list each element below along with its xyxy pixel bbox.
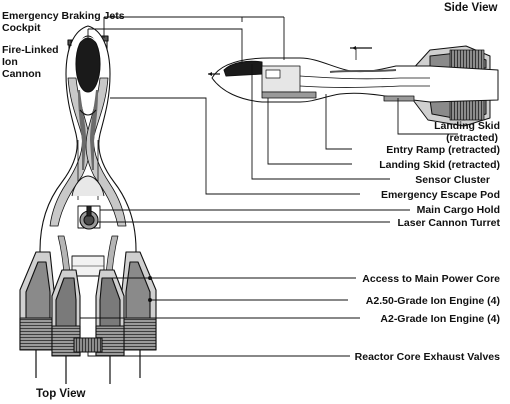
- label-laser-cannon-turret: Laser Cannon Turret: [397, 217, 501, 229]
- reactor-exhaust: [73, 337, 103, 353]
- label-landing-skid-lower: Landing Skid (retracted): [379, 159, 500, 171]
- label-fire-linked-2: Ion: [2, 56, 18, 68]
- label-landing-skid-upper-1: Landing Skid: [434, 120, 500, 132]
- label-fire-linked-1: Fire-Linked: [2, 44, 59, 56]
- top-view-ship: [19, 25, 157, 384]
- leader-lines: [70, 16, 458, 357]
- label-reactor-exhaust: Reactor Core Exhaust Valves: [354, 351, 500, 363]
- label-access-power-core: Access to Main Power Core: [362, 273, 500, 285]
- label-cockpit: Cockpit: [2, 22, 41, 34]
- label-a2-ion-engine: A2-Grade Ion Engine (4): [380, 313, 500, 325]
- label-a250-ion-engine: A2.50-Grade Ion Engine (4): [365, 295, 500, 307]
- pointer-arrows: [208, 46, 356, 76]
- label-emergency-escape-pod: Emergency Escape Pod: [380, 189, 500, 201]
- label-entry-ramp: Entry Ramp (retracted): [386, 144, 500, 156]
- side-view-ship: [208, 45, 499, 127]
- right-engines: [95, 251, 157, 384]
- label-fire-linked-3: Cannon: [2, 68, 42, 80]
- label-sensor-cluster: Sensor Cluster: [415, 174, 490, 186]
- label-landing-skid-upper-2: (retracted): [446, 132, 498, 144]
- top-view-title: Top View: [36, 388, 86, 400]
- side-view-title: Side View: [444, 2, 498, 14]
- left-engines: [19, 251, 81, 384]
- label-main-cargo-hold: Main Cargo Hold: [416, 204, 500, 216]
- cockpit-canopy: [75, 35, 101, 93]
- label-emergency-braking-jets: Emergency Braking Jets: [2, 10, 125, 22]
